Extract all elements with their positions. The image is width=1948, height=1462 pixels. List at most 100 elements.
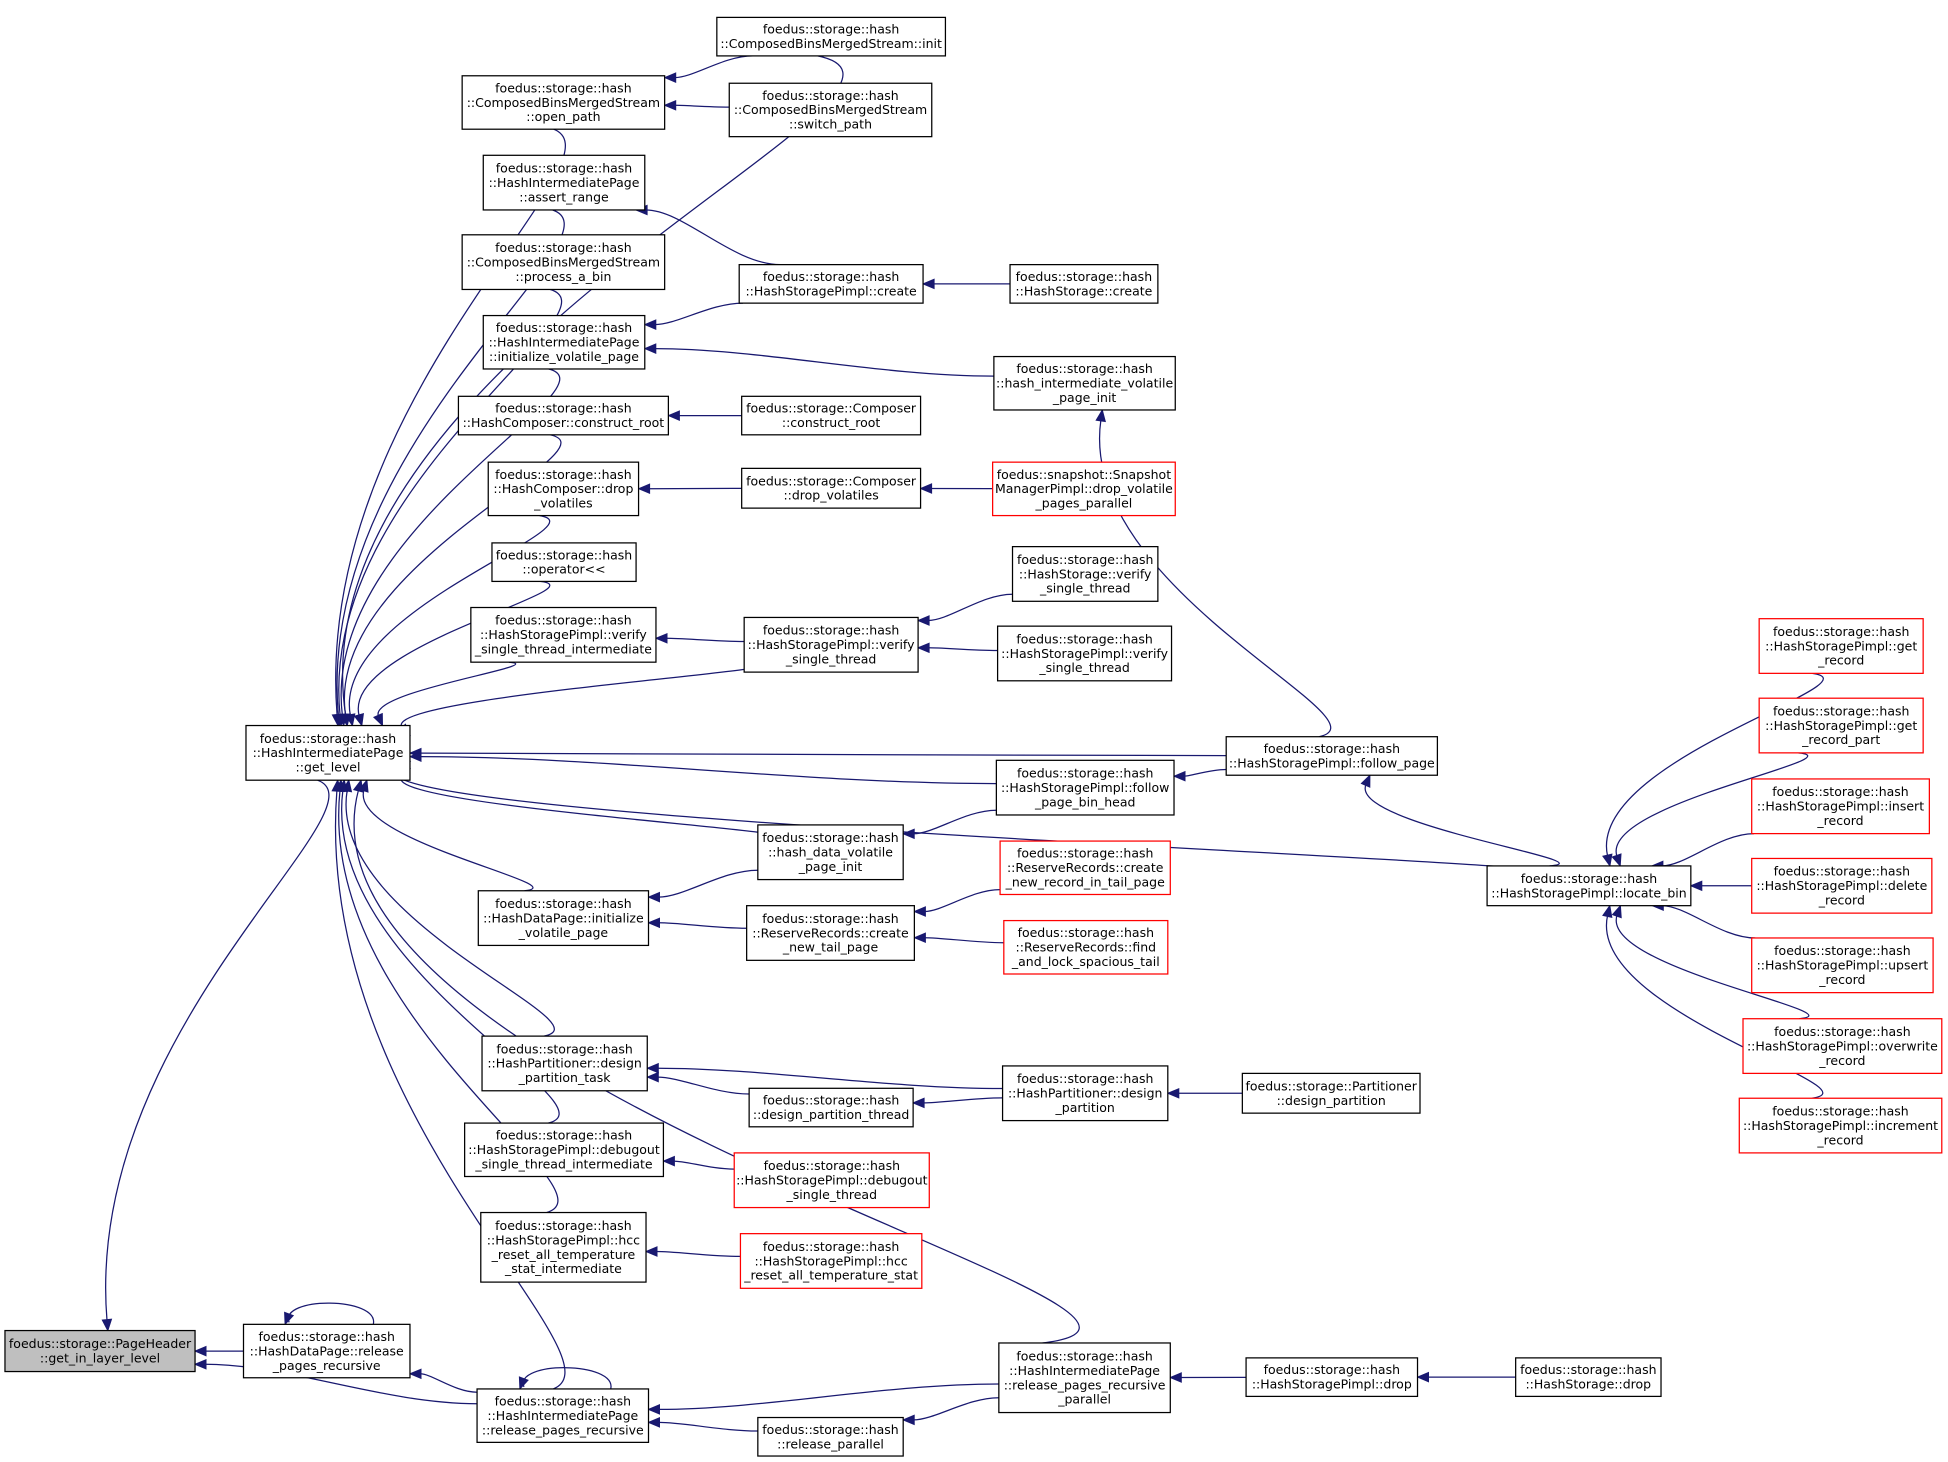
node-label-line: _parallel	[1057, 1392, 1111, 1407]
edge-release_parallel-to-ip_release_rec	[647, 1417, 758, 1432]
node-label-line: foedus::storage::Composer	[746, 401, 917, 416]
node-dp-init-volatile[interactable]: foedus::storage::hash::HashDataPage::ini…	[477, 890, 650, 947]
node-hc-construct-root[interactable]: foedus::storage::hash::HashComposer::con…	[457, 395, 670, 436]
node-hash-ip-vol-init[interactable]: foedus::storage::hash::hash_intermediate…	[993, 355, 1176, 411]
edge-ip_release_rec_par-to-ip_release_rec	[647, 1383, 999, 1415]
node-hsp-debugout-sti[interactable]: foedus::storage::hash::HashStoragePimpl:…	[464, 1122, 665, 1178]
node-cbms-switch-path[interactable]: foedus::storage::hash::ComposedBinsMerge…	[728, 82, 933, 138]
node-label-line: ::switch_path	[789, 117, 872, 132]
node-cbms-init[interactable]: foedus::storage::hash::ComposedBinsMerge…	[716, 16, 947, 57]
node-box	[1751, 778, 1930, 835]
node-operator-ll[interactable]: foedus::storage::hash::operator<<	[491, 542, 637, 583]
nodes-layer: foedus::storage::PageHeader::get_in_laye…	[4, 16, 1943, 1457]
node-hash-data-vol-init[interactable]: foedus::storage::hash::hash_data_volatil…	[757, 824, 904, 881]
node-release-parallel[interactable]: foedus::storage::hash::release_parallel	[757, 1416, 904, 1457]
node-label-line: ::HashStoragePimpl::follow_page	[1229, 756, 1435, 771]
edge-cbms_switch_path-to-cbms_open_path	[663, 99, 730, 111]
node-hsp-drop[interactable]: foedus::storage::hash::HashStoragePimpl:…	[1245, 1357, 1419, 1398]
node-smp-drop-volatile[interactable]: foedus::snapshot::SnapshotManagerPimpl::…	[992, 461, 1176, 517]
node-box	[480, 1211, 647, 1283]
node-hsp-create[interactable]: foedus::storage::hash::HashStoragePimpl:…	[738, 263, 924, 304]
node-label-line: _record	[1818, 893, 1865, 908]
node-hc-drop-volatiles[interactable]: foedus::storage::hash::HashComposer::dro…	[487, 461, 640, 517]
node-label-line: foedus::storage::hash	[495, 467, 631, 482]
node-label-line: ::release_pages_recursive	[482, 1422, 644, 1437]
node-rr-create-new-rec[interactable]: foedus::storage::hash::ReserveRecords::c…	[999, 840, 1171, 896]
node-cbms-process-bin[interactable]: foedus::storage::hash::ComposedBinsMerge…	[461, 234, 666, 291]
node-hs-create[interactable]: foedus::storage::hash::HashStorage::crea…	[1009, 263, 1159, 304]
node-hsp-upsert-record[interactable]: foedus::storage::hash::HashStoragePimpl:…	[1751, 937, 1934, 994]
node-cbms-open-path[interactable]: foedus::storage::hash::ComposedBinsMerge…	[461, 75, 666, 130]
node-label-line: _pages_parallel	[1035, 496, 1133, 511]
node-hsp-debugout-st[interactable]: foedus::storage::hash::HashStoragePimpl:…	[733, 1152, 930, 1209]
node-hs-verify-st[interactable]: foedus::storage::hash::HashStorage::veri…	[1011, 546, 1159, 602]
node-ip-release-rec[interactable]: foedus::storage::hash::HashIntermediateP…	[476, 1388, 650, 1443]
node-hsp-verify-sti[interactable]: foedus::storage::hash::HashStoragePimpl:…	[470, 606, 657, 663]
edges-layer	[101, 55, 1824, 1432]
node-label-line: foedus::storage::hash	[495, 896, 631, 911]
node-hsp-verify-st[interactable]: foedus::storage::hash::HashStoragePimpl:…	[743, 616, 919, 673]
node-hsp-locate-bin[interactable]: foedus::storage::hash::HashStoragePimpl:…	[1486, 865, 1692, 907]
node-label-line: _partition	[1055, 1100, 1115, 1115]
node-hsp-delete-record[interactable]: foedus::storage::hash::HashStoragePimpl:…	[1751, 857, 1933, 914]
node-hsp-verify-st2[interactable]: foedus::storage::hash::HashStoragePimpl:…	[996, 625, 1173, 682]
node-hsp-increment-record[interactable]: foedus::storage::hash::HashStoragePimpl:…	[1738, 1097, 1943, 1154]
node-box	[470, 606, 657, 663]
node-hsp-hcc-reset-i[interactable]: foedus::storage::hash::HashStoragePimpl:…	[480, 1211, 647, 1283]
node-label-line: ::initialize_volatile_page	[489, 349, 639, 364]
node-hp-design-task[interactable]: foedus::storage::hash::HashPartitioner::…	[481, 1035, 648, 1092]
node-label-line: ::HashIntermediatePage	[489, 335, 640, 350]
node-hsp-get-record[interactable]: foedus::storage::hash::HashStoragePimpl:…	[1758, 618, 1924, 674]
node-label-line: ::HashStoragePimpl::hcc	[754, 1253, 907, 1268]
node-dp-release-rec[interactable]: foedus::storage::hash::HashDataPage::rel…	[242, 1323, 411, 1379]
node-label-line: foedus::storage::hash	[763, 623, 899, 638]
node-box	[741, 395, 922, 436]
node-label-line: foedus::storage::hash	[764, 1158, 900, 1173]
node-hsp-follow-bin-head[interactable]: foedus::storage::hash::HashStoragePimpl:…	[995, 759, 1175, 816]
node-box	[1515, 1357, 1662, 1398]
node-label-line: foedus::storage::hash	[495, 1394, 631, 1409]
node-comp-drop-volatiles[interactable]: foedus::storage::Composer::drop_volatile…	[741, 467, 922, 509]
node-label-line: ::HashIntermediatePage	[487, 1408, 638, 1423]
node-hsp-hcc-reset[interactable]: foedus::storage::hash::HashStoragePimpl:…	[739, 1233, 923, 1289]
node-comp-construct-root[interactable]: foedus::storage::Composer::construct_roo…	[741, 395, 922, 436]
edge-ip_release_rec-to-dp_release_rec	[408, 1368, 478, 1393]
node-hp-design-partition[interactable]: foedus::storage::hash::HashPartitioner::…	[1001, 1065, 1169, 1122]
edge-rr_create_new_tail-to-dp_init_volatile	[647, 917, 747, 929]
node-hsp-insert-record[interactable]: foedus::storage::hash::HashStoragePimpl:…	[1751, 778, 1930, 835]
node-hsp-follow-page[interactable]: foedus::storage::hash::HashStoragePimpl:…	[1225, 736, 1439, 776]
node-label-line: ::HashStoragePimpl::insert	[1757, 799, 1924, 814]
node-get-in-layer-level[interactable]: foedus::storage::PageHeader::get_in_laye…	[4, 1329, 196, 1373]
node-box	[482, 314, 646, 370]
node-box	[1758, 618, 1924, 674]
node-ip-assert-range[interactable]: foedus::storage::hash::HashIntermediateP…	[482, 154, 646, 211]
node-label-line: foedus::storage::hash	[1017, 552, 1153, 567]
node-label-line: foedus::storage::hash	[1264, 1362, 1400, 1377]
node-rr-create-new-tail[interactable]: foedus::storage::hash::ReserveRecords::c…	[746, 905, 915, 961]
edge-hsp_verify_st-to-get_level	[398, 662, 763, 737]
node-hs-drop[interactable]: foedus::storage::hash::HashStorage::drop	[1515, 1357, 1662, 1398]
node-label-line: ::HashStoragePimpl::verify	[1001, 646, 1168, 661]
node-label-line: _page_bin_head	[1034, 794, 1136, 809]
node-label-line: ::get_level	[296, 760, 361, 775]
node-label-line: foedus::storage::hash	[495, 401, 631, 416]
node-box	[993, 355, 1176, 411]
node-label-line: foedus::storage::hash	[495, 1218, 631, 1233]
node-part-design-partition[interactable]: foedus::storage::Partitioner::design_par…	[1241, 1072, 1421, 1114]
node-hsp-get-record-part[interactable]: foedus::storage::hash::HashStoragePimpl:…	[1758, 697, 1924, 754]
node-rr-find-lock[interactable]: foedus::storage::hash::ReserveRecords::f…	[1003, 919, 1169, 975]
node-box	[728, 82, 933, 138]
edge-hsp_follow_page-to-hsp_follow_bin_head	[1172, 768, 1227, 782]
node-label-line: ::HashStoragePimpl::increment	[1743, 1118, 1938, 1133]
edge-hash_data_vol_init-to-dp_init_volatile	[647, 869, 758, 903]
node-design-part-thread[interactable]: foedus::storage::hash::design_partition_…	[748, 1087, 914, 1128]
node-label-line: ::HashIntermediatePage	[1009, 1363, 1160, 1378]
node-label-line: ::HashStoragePimpl::debugout	[468, 1142, 660, 1157]
node-label-line: foedus::storage::hash	[1772, 784, 1908, 799]
edge-dp_release_rec-to-dp_release_rec	[284, 1302, 374, 1326]
node-ip-release-rec-par[interactable]: foedus::storage::hash::HashIntermediateP…	[998, 1342, 1171, 1414]
node-hsp-overwrite-record[interactable]: foedus::storage::hash::HashStoragePimpl:…	[1742, 1018, 1943, 1075]
node-get-level[interactable]: foedus::storage::hash::HashIntermediateP…	[245, 724, 411, 781]
node-box	[998, 1342, 1171, 1414]
node-ip-init-volatile[interactable]: foedus::storage::hash::HashIntermediateP…	[482, 314, 646, 370]
